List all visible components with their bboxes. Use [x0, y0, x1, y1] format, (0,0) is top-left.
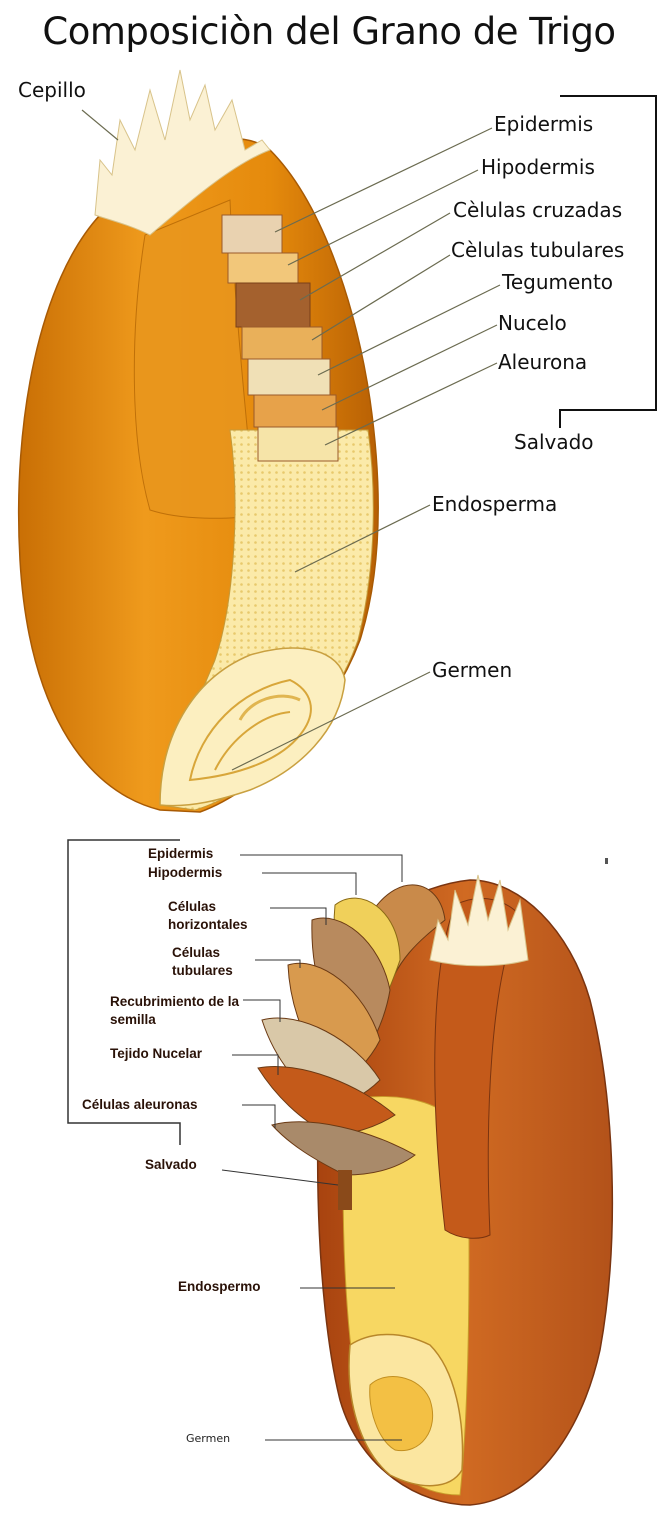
label-nucelo: Nucelo: [498, 311, 567, 335]
label-epidermis-2: Epidermis: [148, 845, 213, 863]
label-endospermo: Endospermo: [178, 1278, 261, 1296]
label-celulas-aleuronas: Células aleuronas: [82, 1096, 198, 1114]
label-aleurona: Aleurona: [498, 350, 587, 374]
label-salvado-top: Salvado: [514, 430, 594, 454]
salvado-bracket-top: [560, 96, 656, 428]
label-hipodermis: Hipodermis: [481, 155, 595, 179]
label-tegumento: Tegumento: [502, 270, 613, 294]
label-hipodermis-2: Hipodermis: [148, 864, 222, 882]
label-celulas-tubulares-2: Células tubulares: [172, 944, 256, 980]
label-germen-top: Germen: [432, 658, 512, 682]
label-recubrimiento: Recubrimiento de la semilla: [110, 993, 245, 1029]
label-endosperma: Endosperma: [432, 492, 557, 516]
grain-top-illustration: [19, 70, 379, 812]
grain-bottom-illustration: [258, 875, 612, 1505]
label-epidermis: Epidermis: [494, 112, 593, 136]
label-salvado-bottom: Salvado: [145, 1156, 197, 1174]
label-tejido-nucelar: Tejido Nucelar: [110, 1045, 202, 1063]
label-germen-bottom: Germen: [186, 1432, 230, 1445]
page-title: Composiciòn del Grano de Trigo: [0, 10, 658, 53]
label-cepillo: Cepillo: [18, 78, 86, 102]
label-celulas-tubulares: Cèlulas tubulares: [451, 238, 624, 262]
label-celulas-horizontales: Células horizontales: [168, 898, 278, 934]
label-celulas-cruzadas: Cèlulas cruzadas: [453, 198, 622, 222]
